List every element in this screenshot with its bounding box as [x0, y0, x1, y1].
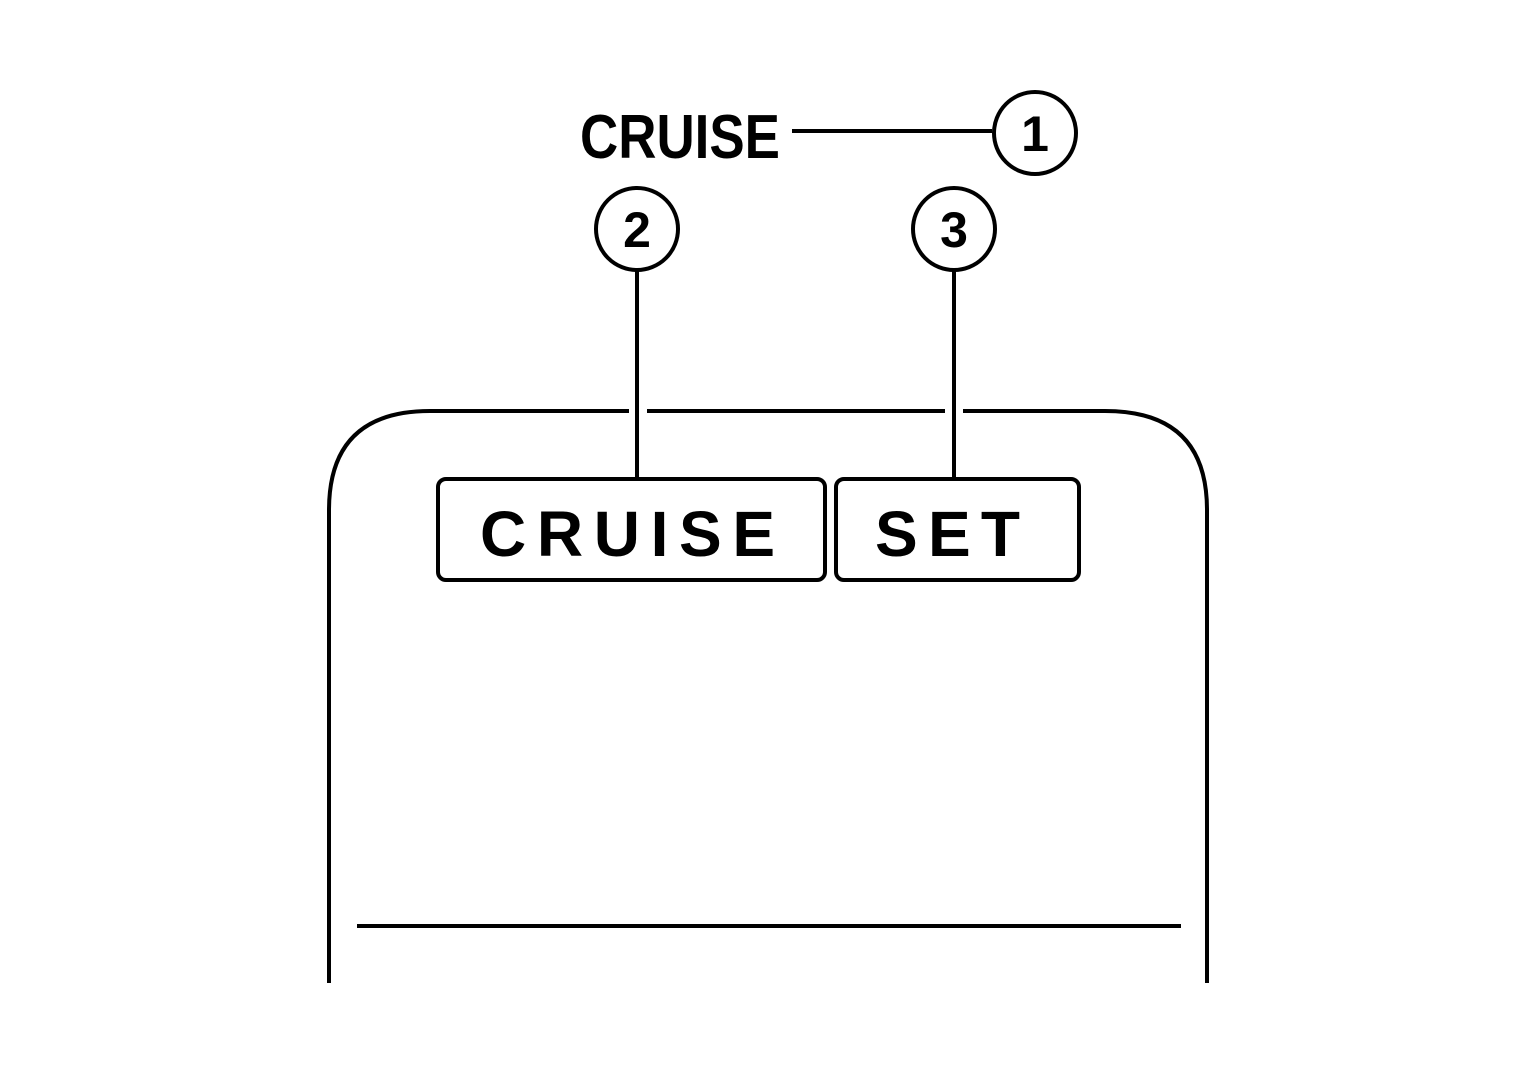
- switch-housing: [327, 409, 1209, 983]
- housing-left-edge: [327, 409, 629, 983]
- set-button-label: SET: [875, 498, 1030, 570]
- cruise-indicator-label: CRUISE: [580, 103, 780, 172]
- callout-2-number: 2: [623, 202, 651, 258]
- cruise-button-frame[interactable]: [436, 477, 827, 582]
- housing-right-edge: [963, 409, 1209, 983]
- callout-1-number: 1: [1021, 106, 1049, 162]
- set-button[interactable]: SET: [834, 477, 1081, 582]
- callout-1-circle: [992, 90, 1078, 176]
- callout-3: 3: [911, 186, 997, 478]
- cruise-button-label: CRUISE: [480, 498, 785, 570]
- set-button-frame[interactable]: [834, 477, 1081, 582]
- callout-3-number: 3: [940, 202, 968, 258]
- callout-2: 2: [594, 186, 680, 478]
- callout-1: CRUISE 1: [580, 90, 1078, 176]
- cruise-button[interactable]: CRUISE: [436, 477, 827, 582]
